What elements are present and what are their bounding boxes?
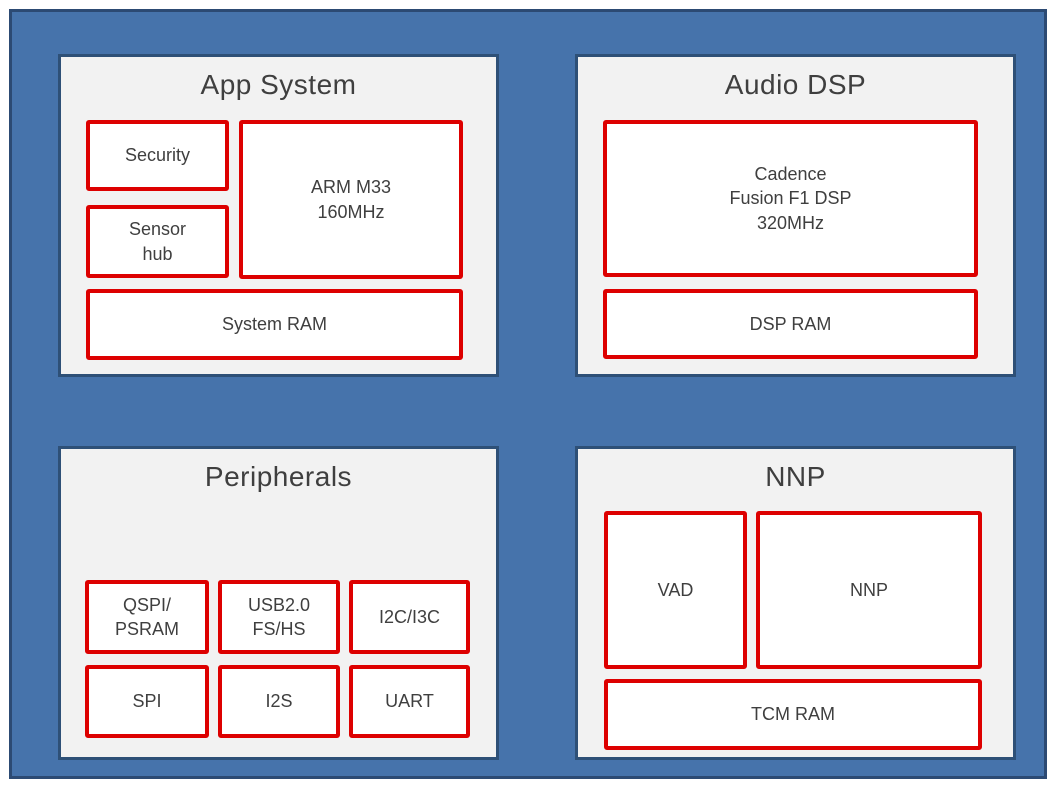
panel-title-app-system: App System	[200, 69, 357, 100]
panel-app-system: App System Security Sensor hub ARM M33 1…	[58, 54, 499, 377]
panel-title-nnp: NNP	[765, 461, 826, 492]
soc-board: App System Security Sensor hub ARM M33 1…	[9, 9, 1047, 779]
panel-nnp: NNP VAD NNP TCM RAM	[575, 446, 1016, 760]
block-security: Security	[86, 120, 229, 191]
block-sensor-hub: Sensor hub	[86, 205, 229, 278]
block-qspi-psram: QSPI/ PSRAM	[85, 580, 209, 654]
block-arm-m33: ARM M33 160MHz	[239, 120, 463, 279]
block-i2c-i3c: I2C/I3C	[349, 580, 470, 654]
block-vad: VAD	[604, 511, 747, 669]
panel-title-peripherals: Peripherals	[204, 461, 353, 492]
block-system-ram: System RAM	[86, 289, 463, 360]
panel-peripherals: Peripherals QSPI/ PSRAM USB2.0 FS/HS I2C…	[58, 446, 499, 760]
block-dsp-ram: DSP RAM	[603, 289, 978, 359]
block-i2s: I2S	[218, 665, 340, 738]
block-usb2-fs-hs: USB2.0 FS/HS	[218, 580, 340, 654]
panel-title-audio-dsp: Audio DSP	[724, 69, 867, 100]
block-uart: UART	[349, 665, 470, 738]
block-nnp: NNP	[756, 511, 982, 669]
panel-audio-dsp: Audio DSP Cadence Fusion F1 DSP 320MHz D…	[575, 54, 1016, 377]
block-spi: SPI	[85, 665, 209, 738]
block-cadence-fusion-f1-dsp: Cadence Fusion F1 DSP 320MHz	[603, 120, 978, 277]
block-tcm-ram: TCM RAM	[604, 679, 982, 750]
